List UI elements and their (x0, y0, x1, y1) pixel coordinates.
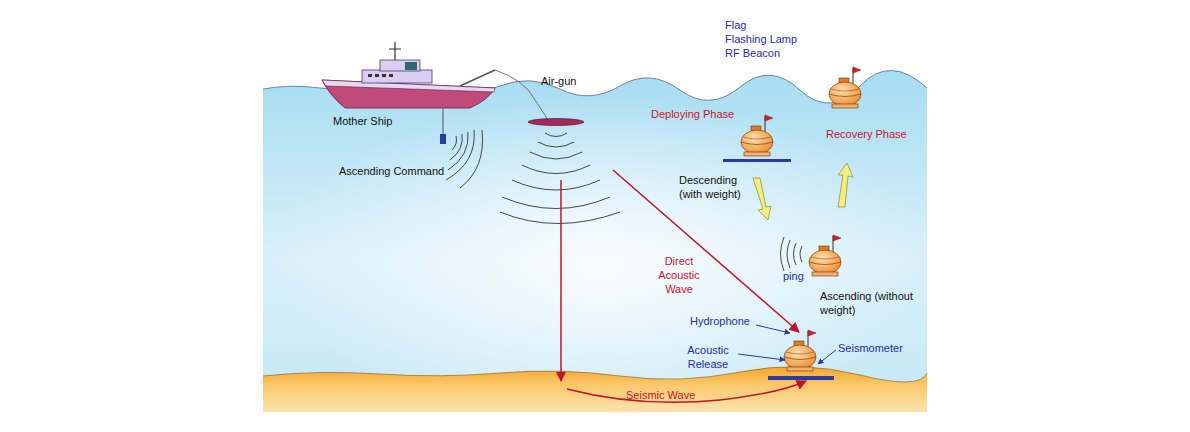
seismometer-leader (818, 350, 836, 364)
direct-wave-arrow (613, 170, 799, 332)
command-waves (446, 130, 483, 188)
ascending-arrow (838, 163, 853, 207)
label-text: Flag (725, 18, 746, 32)
label-text: Acoustic Release (680, 343, 736, 371)
label-text: ping (783, 269, 804, 283)
label-text: Seismic Wave (626, 388, 695, 402)
obs-surface (829, 67, 861, 108)
airgun-waves (500, 133, 620, 224)
label-text: Descending (with weight) (679, 173, 759, 201)
label-text: Direct Acoustic Wave (648, 254, 710, 296)
air-gun (528, 119, 584, 126)
vertical-wave (560, 180, 562, 381)
label-text: Ascending (without weight) (820, 289, 916, 317)
label-text: Mother Ship (333, 114, 392, 128)
label-text: RF Beacon (725, 46, 780, 60)
descending-arrow (753, 178, 771, 220)
label-text: Flashing Lamp (725, 32, 797, 46)
seismic-wave-arrow (567, 381, 806, 402)
hydrophone-leader (756, 325, 790, 333)
obs-descending (723, 115, 791, 162)
label-text: Air-gun (541, 74, 576, 88)
obs-seafloor (768, 330, 834, 380)
label-text: Deploying Phase (651, 107, 734, 121)
label-text: Recovery Phase (826, 127, 907, 141)
label-text: Ascending Command (339, 164, 444, 178)
label-text: Hydrophone (690, 314, 750, 328)
obs-ascending (781, 235, 842, 276)
label-text: Seismometer (838, 341, 903, 355)
mother-ship (322, 42, 548, 144)
release-leader (738, 354, 785, 360)
seabed (263, 367, 927, 412)
seabed-line (263, 367, 927, 382)
